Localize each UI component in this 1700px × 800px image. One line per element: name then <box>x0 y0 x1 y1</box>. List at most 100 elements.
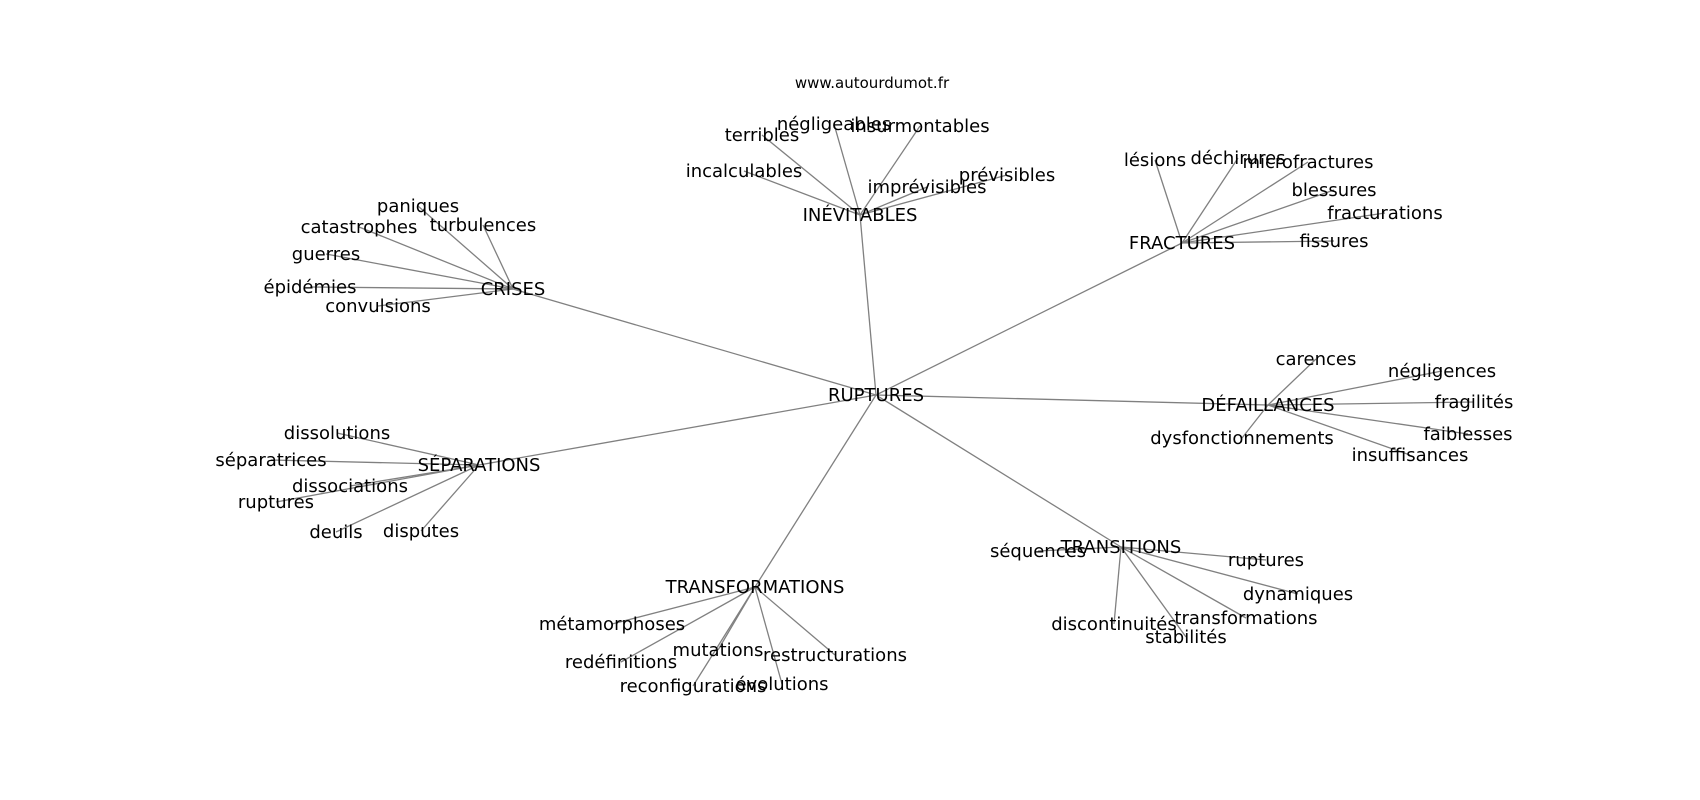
leaf-node-label: convulsions <box>325 296 431 317</box>
edge-cluster-to-leaf <box>1267 358 1317 406</box>
edge-cluster-to-leaf <box>358 226 514 290</box>
leaf-node-label: négligeables <box>777 114 891 135</box>
leaf-node-label: faiblesses <box>1423 424 1512 445</box>
leaf-node-label: dysfonctionnements <box>1150 428 1334 449</box>
cluster-node-label: DÉFAILLANCES <box>1201 394 1334 416</box>
edge-root-to-cluster <box>754 394 877 588</box>
leaf-node-label: dynamiques <box>1243 584 1353 605</box>
leaf-node-label: séquences <box>990 541 1086 562</box>
edge-cluster-to-leaf <box>1120 546 1299 595</box>
edge-cluster-to-leaf <box>859 125 921 216</box>
leaf-node-label: transformations <box>1174 608 1317 629</box>
leaf-node-label: dissolutions <box>284 423 390 444</box>
edge-root-to-cluster <box>512 288 877 396</box>
edge-cluster-to-leaf <box>1037 546 1122 552</box>
edge-root-to-cluster <box>875 394 1122 548</box>
cluster-node-label: SÉPARATIONS <box>418 454 541 476</box>
edge-cluster-to-leaf <box>270 459 480 466</box>
edge-cluster-to-leaf <box>1181 161 1309 244</box>
edge-root-to-cluster <box>859 214 877 396</box>
leaf-node-label: insuffisances <box>1352 445 1469 466</box>
leaf-node-label: guerres <box>292 244 360 265</box>
leaf-node-label: lésions <box>1124 150 1186 171</box>
cluster-node-label: TRANSITIONS <box>1060 537 1182 558</box>
cluster-node-label: TRANSFORMATIONS <box>665 577 845 598</box>
edge-cluster-to-leaf <box>325 253 514 290</box>
leaf-node-label: insurmontables <box>850 116 989 137</box>
edge-cluster-to-leaf <box>692 586 756 687</box>
leaf-node-label: blessures <box>1291 180 1376 201</box>
leaf-node-label: discontinuités <box>1051 614 1177 635</box>
edge-cluster-to-leaf <box>1181 157 1239 244</box>
leaf-node-label: fissures <box>1300 231 1369 252</box>
leaf-node-label: épidémies <box>264 277 357 298</box>
edge-cluster-to-leaf <box>417 205 514 290</box>
leaf-node-label: catastrophes <box>301 217 418 238</box>
leaf-node-label: mutations <box>673 640 764 661</box>
leaf-node-label: stabilités <box>1145 627 1226 648</box>
edge-cluster-to-leaf <box>1181 212 1386 244</box>
leaf-node-label: prévisibles <box>959 165 1055 186</box>
leaf-node-label: disputes <box>383 521 459 542</box>
source-credit: www.autourdumot.fr <box>795 74 950 92</box>
edge-cluster-to-leaf <box>1113 546 1122 625</box>
leaf-node-label: turbulences <box>430 215 537 236</box>
edge-cluster-to-leaf <box>482 224 514 290</box>
edge-cluster-to-leaf <box>754 586 783 685</box>
edge-cluster-to-leaf <box>420 464 480 532</box>
cluster-node-label: FRACTURES <box>1129 233 1235 254</box>
edge-cluster-to-leaf <box>1154 159 1183 244</box>
edge-cluster-to-leaf <box>1120 546 1247 619</box>
leaf-node-label: redéfinitions <box>565 652 677 673</box>
leaf-node-label: imprévisibles <box>868 177 987 198</box>
leaf-node-label: terribles <box>725 125 800 146</box>
edge-cluster-to-leaf <box>1181 240 1335 244</box>
leaf-node-label: ruptures <box>238 492 314 513</box>
edge-cluster-to-leaf <box>336 432 480 466</box>
edge-cluster-to-leaf <box>754 586 836 656</box>
edge-cluster-to-leaf <box>761 134 861 216</box>
cluster-node-label: CRISES <box>481 279 546 300</box>
leaf-node-label: séparatrices <box>215 450 326 471</box>
leaf-node-label: ruptures <box>1228 550 1304 571</box>
edges-layer <box>270 123 1475 687</box>
edge-cluster-to-leaf <box>1267 404 1411 456</box>
leaf-node-label: paniques <box>377 196 459 217</box>
leaf-node-label: dissociations <box>292 476 408 497</box>
leaf-node-label: négligences <box>1388 361 1496 382</box>
edge-cluster-to-leaf <box>620 586 756 663</box>
root-node-label: RUPTURES <box>828 385 924 406</box>
edge-cluster-to-leaf <box>335 464 480 533</box>
leaf-node-label: fracturations <box>1327 203 1442 224</box>
edge-root-to-cluster <box>875 242 1183 396</box>
labels-layer: RUPTURES INÉVITABLES négligeablesinsurmont… <box>215 114 1513 697</box>
edge-cluster-to-leaf <box>1267 370 1443 406</box>
leaf-node-label: carences <box>1276 349 1357 370</box>
edge-cluster-to-leaf <box>309 286 514 290</box>
leaf-node-label: incalculables <box>686 161 803 182</box>
leaf-node-label: reconfigurations <box>620 676 767 697</box>
edge-cluster-to-leaf <box>1120 546 1267 561</box>
leaf-node-label: déchirures <box>1190 148 1285 169</box>
edge-cluster-to-leaf <box>1267 404 1469 435</box>
leaf-node-label: restructurations <box>763 645 907 666</box>
edge-cluster-to-leaf <box>1241 404 1269 439</box>
leaf-node-label: métamorphoses <box>539 614 685 635</box>
leaf-node-label: deuils <box>309 522 362 543</box>
edge-cluster-to-leaf <box>859 174 1008 216</box>
leaf-node-label: fragilités <box>1435 392 1514 413</box>
edge-cluster-to-leaf <box>611 586 756 625</box>
edge-cluster-to-leaf <box>743 170 861 216</box>
edge-root-to-cluster <box>875 394 1269 406</box>
leaf-node-label: évolutions <box>735 674 828 695</box>
edge-cluster-to-leaf <box>859 186 928 216</box>
edge-cluster-to-leaf <box>833 123 861 216</box>
edge-root-to-cluster <box>478 394 877 466</box>
edge-cluster-to-leaf <box>1120 546 1187 638</box>
cluster-node-label: INÉVITABLES <box>803 204 918 226</box>
edge-cluster-to-leaf <box>275 464 480 503</box>
leaf-node-label: microfractures <box>1242 152 1373 173</box>
edge-cluster-to-leaf <box>377 288 514 307</box>
edge-cluster-to-leaf <box>1181 189 1335 244</box>
